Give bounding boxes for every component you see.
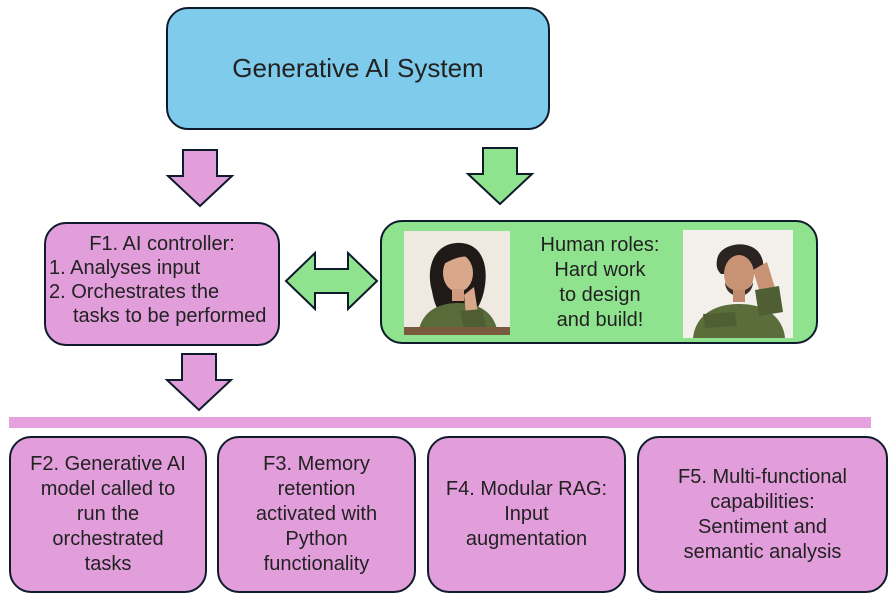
woman-thinking-image bbox=[404, 231, 510, 335]
generative-ai-system-box: Generative AI System bbox=[166, 7, 550, 130]
generative-ai-system-label: Generative AI System bbox=[232, 53, 484, 83]
function-box-f5: F5. Multi-functional capabilities: Senti… bbox=[637, 436, 888, 593]
down-arrow-pink-icon bbox=[164, 353, 234, 412]
ai-controller-title: F1. AI controller: bbox=[89, 233, 235, 255]
human-roles-box: Human roles: Hard work to design and bui… bbox=[380, 220, 818, 344]
function-label: F5. Multi-functional capabilities: Senti… bbox=[678, 465, 847, 563]
function-label: F4. Modular RAG: Input augmentation bbox=[445, 478, 608, 550]
ai-controller-item: tasks to be performed bbox=[73, 305, 267, 327]
ai-controller-item: 2. Orchestrates the bbox=[49, 281, 220, 303]
human-roles-label: Human roles: Hard work to design and bui… bbox=[540, 234, 660, 331]
function-box-f3: F3. Memory retention activated with Pyth… bbox=[217, 436, 416, 593]
ai-controller-box: F1. AI controller: 1. Analyses input 2. … bbox=[44, 222, 280, 346]
function-label: F2. Generative AI model called to run th… bbox=[30, 453, 186, 575]
down-arrow-pink-icon bbox=[165, 149, 235, 208]
divider-bar bbox=[9, 417, 871, 428]
ai-controller-item: 1. Analyses input bbox=[49, 257, 201, 279]
down-arrow-green-icon bbox=[465, 147, 535, 206]
function-box-f4: F4. Modular RAG: Input augmentation bbox=[427, 436, 626, 593]
man-thinking-image bbox=[683, 230, 793, 338]
function-box-f2: F2. Generative AI model called to run th… bbox=[9, 436, 207, 593]
function-label: F3. Memory retention activated with Pyth… bbox=[255, 453, 378, 575]
double-arrow-icon bbox=[284, 250, 379, 312]
